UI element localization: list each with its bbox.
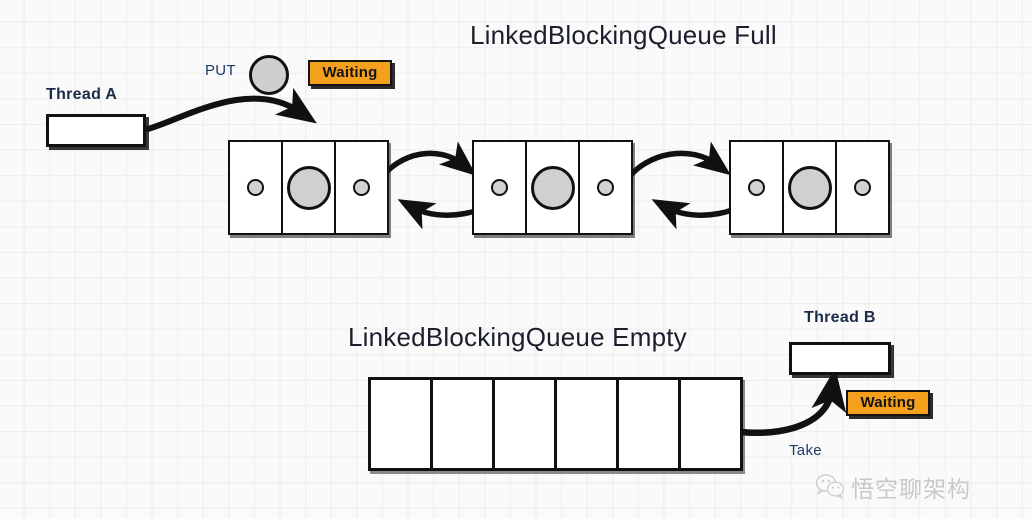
node-3-next-cell [835,140,890,235]
queue-node-3 [729,140,890,235]
node-1-prev-cell [228,140,283,235]
element-dot [530,165,575,210]
node-2-value-cell [525,140,580,235]
thread-b-waiting-badge: Waiting [846,390,930,416]
bottom-queue-title: LinkedBlockingQueue Empty [348,322,687,352]
watermark-text: 悟空聊架构 [851,477,971,503]
empty-queue [368,377,743,471]
thread-a-box[interactable] [46,114,146,147]
node-3-prev-cell [729,140,784,235]
element-dot [286,165,331,210]
next-pointer-dot [597,179,614,196]
take-operation-label: Take [789,442,822,459]
empty-cell [678,377,743,471]
node1-next-arrow [375,141,477,185]
empty-cell [430,377,495,471]
top-queue-title: LinkedBlockingQueue Full [470,20,777,50]
thread-b-box[interactable] [789,342,891,375]
wechat-icon [815,474,845,500]
thread-a-waiting-badge: Waiting [308,60,392,86]
prev-pointer-dot [748,179,765,196]
element-dot [787,165,832,210]
empty-cell [616,377,681,471]
put-arrow [145,87,317,132]
empty-cell [492,377,557,471]
node-2-prev-cell [472,140,527,235]
put-operation-label: PUT [205,62,236,79]
thread-b-label: Thread B [804,309,876,326]
node-3-value-cell [782,140,837,235]
next-pointer-dot [353,179,370,196]
node-1-value-cell [281,140,336,235]
queue-node-2 [472,140,633,235]
queue-node-1 [228,140,389,235]
put-element-circle [249,55,289,95]
thread-a-label: Thread A [46,86,118,103]
node-1-next-cell [334,140,389,235]
empty-cell [554,377,619,471]
node-2-next-cell [578,140,633,235]
prev-pointer-dot [491,179,508,196]
node2-next-arrow [622,141,731,185]
empty-cell [368,377,433,471]
prev-pointer-dot [247,179,264,196]
next-pointer-dot [854,179,871,196]
watermark: 悟空聊架构 [815,470,971,504]
